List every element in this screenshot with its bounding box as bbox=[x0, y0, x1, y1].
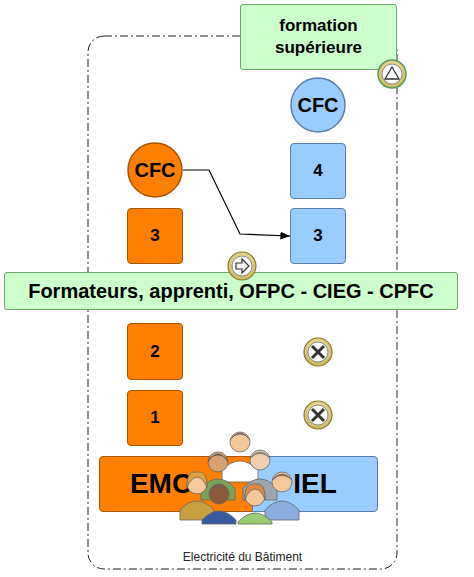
node-label: 1 bbox=[150, 408, 159, 428]
stakeholder-band: Formateurs, apprenti, OFPC - CIEG - CPFC bbox=[4, 272, 458, 310]
goal-box: formation supérieure bbox=[240, 4, 397, 70]
node-label: formation supérieure bbox=[241, 15, 396, 59]
node-label: Formateurs, apprenti, OFPC - CIEG - CPFC bbox=[28, 280, 434, 302]
year-box: 3 bbox=[290, 208, 346, 264]
node-label: 3 bbox=[150, 226, 159, 246]
progression-arrow bbox=[183, 170, 290, 236]
year-box: 1 bbox=[127, 390, 183, 446]
triangle-icon bbox=[378, 60, 406, 88]
cross-icon bbox=[304, 401, 332, 429]
node-label: EMC bbox=[130, 468, 192, 500]
node-label: 3 bbox=[313, 226, 322, 246]
certificate-circle: CFC bbox=[290, 77, 346, 133]
year-box: 2 bbox=[127, 323, 183, 380]
node-label: CFC bbox=[297, 94, 338, 117]
node-label: 2 bbox=[150, 342, 159, 362]
node-label: 4 bbox=[313, 161, 322, 181]
certificate-circle: CFC bbox=[127, 142, 183, 198]
node-label: IEL bbox=[293, 468, 337, 500]
year-box: 3 bbox=[127, 208, 183, 264]
cross-icon bbox=[304, 338, 332, 366]
frame-label: Electricité du Bâtiment bbox=[183, 550, 302, 564]
arrow-icon bbox=[228, 252, 256, 280]
node-label: CFC bbox=[134, 159, 175, 182]
year-box: 4 bbox=[290, 143, 346, 199]
